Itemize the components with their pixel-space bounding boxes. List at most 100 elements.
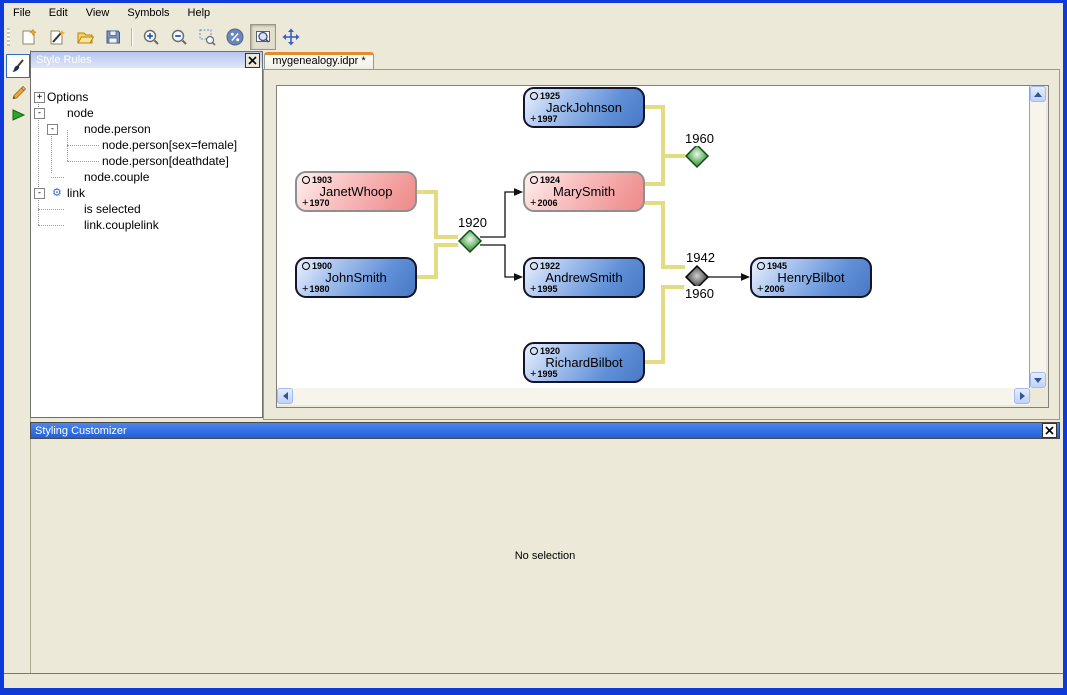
diagram-view: 1960 1920 1942 1960 1925 JackJohnson +19… bbox=[276, 85, 1049, 408]
save-button[interactable] bbox=[100, 24, 126, 50]
menu-file[interactable]: File bbox=[13, 7, 31, 19]
birth-year: 1900 bbox=[312, 261, 333, 271]
tree-item-label: link bbox=[67, 186, 86, 200]
tree-line bbox=[67, 161, 99, 162]
person-node-richardbilbot[interactable]: 1920 RichardBilbot +1995 bbox=[523, 342, 645, 383]
couple-node-1960[interactable] bbox=[684, 143, 710, 169]
tree-line bbox=[38, 209, 64, 210]
style-rules-titlebar[interactable]: Style Rules bbox=[31, 52, 262, 68]
pan-button[interactable] bbox=[278, 24, 304, 50]
status-bar bbox=[4, 673, 1063, 688]
couple-link[interactable] bbox=[645, 285, 685, 364]
couple-link[interactable] bbox=[645, 105, 665, 186]
person-name: HenryBilbot bbox=[777, 270, 845, 285]
menu-view[interactable]: View bbox=[85, 7, 110, 19]
toolbar-grip[interactable] bbox=[7, 27, 10, 46]
couple-node-1920[interactable] bbox=[457, 228, 483, 254]
window-border-left bbox=[0, 0, 4, 695]
couple-node-1942-selected[interactable] bbox=[684, 264, 710, 290]
styling-customizer-close-button[interactable] bbox=[1042, 423, 1057, 438]
toolbar-separator bbox=[131, 27, 133, 46]
birth-year: 1924 bbox=[540, 175, 561, 185]
window-border-bottom bbox=[0, 687, 1067, 695]
couple-link[interactable] bbox=[645, 201, 685, 269]
overview-button[interactable] bbox=[250, 23, 276, 50]
zoom-in-icon bbox=[143, 29, 159, 45]
new-from-wizard-button[interactable] bbox=[44, 24, 70, 50]
open-button[interactable] bbox=[72, 24, 98, 50]
diagram-canvas[interactable]: 1960 1920 1942 1960 1925 JackJohnson +19… bbox=[277, 86, 1030, 388]
tab-mygenealogy[interactable]: mygenealogy.idpr * bbox=[264, 52, 374, 70]
menu-symbols[interactable]: Symbols bbox=[127, 7, 170, 19]
marriage-year-label: 1960 bbox=[684, 131, 715, 146]
pencil-icon bbox=[12, 85, 27, 99]
death-year: 1970 bbox=[309, 198, 330, 208]
scroll-left-button[interactable] bbox=[277, 388, 293, 404]
died-icon: + bbox=[530, 283, 537, 295]
person-name: JanetWhoop bbox=[319, 184, 393, 199]
marriage-year-label: 1960 bbox=[684, 286, 715, 301]
scrollbar-corner bbox=[1030, 388, 1046, 405]
person-node-johnsmith[interactable]: 1900 JohnSmith +1980 bbox=[295, 257, 417, 298]
person-name: RichardBilbot bbox=[545, 355, 623, 370]
no-selection-message: No selection bbox=[514, 550, 576, 562]
birth-year: 1945 bbox=[767, 261, 788, 271]
child-link[interactable] bbox=[480, 244, 524, 281]
couple-link[interactable] bbox=[417, 190, 458, 239]
tree-item-label: node.person bbox=[84, 122, 151, 136]
birth-year: 1922 bbox=[540, 261, 561, 271]
window-border-right bbox=[1063, 0, 1067, 695]
vertical-scrollbar[interactable] bbox=[1030, 86, 1046, 388]
tree-toggle[interactable]: + bbox=[34, 92, 45, 103]
tree-item-label: node.person[sex=female] bbox=[102, 138, 238, 152]
person-node-jackjohnson[interactable]: 1925 JackJohnson +1997 bbox=[523, 87, 645, 128]
style-rules-tree: + Options - node - node.person node.pers… bbox=[31, 69, 262, 417]
zoom-to-area-button[interactable] bbox=[194, 24, 220, 50]
zoom-percentage-button[interactable] bbox=[222, 24, 248, 50]
genealogy-edges bbox=[417, 105, 751, 364]
new-document-button[interactable] bbox=[16, 24, 42, 50]
styling-customizer-titlebar[interactable]: Styling Customizer bbox=[30, 422, 1060, 439]
zoom-out-button[interactable] bbox=[166, 24, 192, 50]
tree-toggle[interactable]: - bbox=[34, 108, 45, 119]
person-node-andrewsmith[interactable]: 1922 AndrewSmith +1995 bbox=[523, 257, 645, 298]
scroll-up-button[interactable] bbox=[1030, 86, 1046, 102]
death-year: 2006 bbox=[537, 198, 558, 208]
person-node-janetwhoop[interactable]: 1903 JanetWhoop +1970 bbox=[295, 171, 417, 212]
zoom-in-button[interactable] bbox=[138, 24, 164, 50]
horizontal-scrollbar[interactable] bbox=[277, 388, 1030, 405]
couple-link[interactable] bbox=[417, 243, 458, 279]
main-toolbar bbox=[4, 23, 1063, 50]
menu-edit[interactable]: Edit bbox=[48, 7, 68, 19]
tree-toggle[interactable]: - bbox=[47, 124, 58, 135]
died-icon: + bbox=[302, 197, 309, 209]
person-node-henrybilbot[interactable]: 1945 HenryBilbot +2006 bbox=[750, 257, 872, 298]
born-icon bbox=[530, 262, 538, 270]
person-node-marysmith[interactable]: 1924 MarySmith +2006 bbox=[523, 171, 645, 212]
born-icon bbox=[302, 262, 310, 270]
born-icon bbox=[530, 176, 538, 184]
tree-line bbox=[38, 98, 39, 189]
menu-help[interactable]: Help bbox=[187, 7, 211, 19]
scroll-right-button[interactable] bbox=[1014, 388, 1030, 404]
chevron-left-icon bbox=[282, 392, 288, 400]
edit-pencil-button[interactable] bbox=[6, 78, 30, 102]
died-icon: + bbox=[530, 368, 537, 380]
tree-toggle[interactable]: - bbox=[34, 188, 45, 199]
style-rules-close-button[interactable] bbox=[245, 52, 260, 68]
tree-line bbox=[67, 145, 99, 146]
died-icon: + bbox=[530, 113, 537, 125]
tree-line bbox=[51, 177, 64, 178]
child-link[interactable] bbox=[480, 188, 524, 238]
wizard-icon bbox=[50, 29, 65, 44]
run-button[interactable] bbox=[6, 103, 30, 127]
scroll-down-button[interactable] bbox=[1030, 372, 1046, 388]
death-year: 1995 bbox=[537, 369, 558, 379]
style-rules-title: Style Rules bbox=[36, 54, 92, 66]
tree-item-label: link.couplelink bbox=[84, 218, 159, 232]
birth-year: 1920 bbox=[540, 346, 561, 356]
style-brush-button[interactable] bbox=[6, 54, 30, 78]
marriage-year-label: 1920 bbox=[457, 215, 488, 230]
chevron-down-icon bbox=[1034, 377, 1042, 383]
